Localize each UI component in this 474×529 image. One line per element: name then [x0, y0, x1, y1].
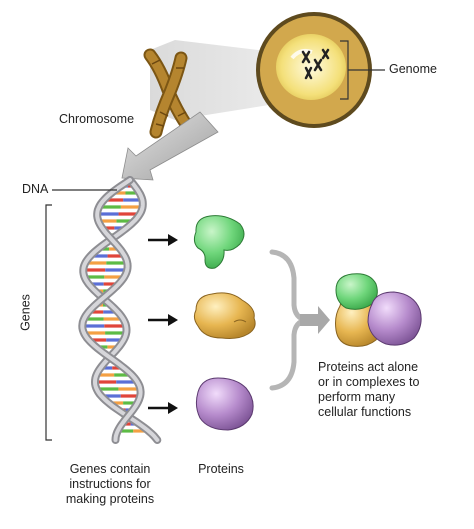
- protein-complex: [335, 273, 422, 347]
- genes-caption: Genes contain instructions for making pr…: [65, 462, 155, 506]
- genome-label: Genome: [389, 62, 437, 76]
- dna-backbone-strand-highlight: [81, 178, 160, 442]
- zoom-arrow: [121, 111, 219, 181]
- dna-label: DNA: [22, 182, 49, 196]
- complex-purple: [367, 291, 422, 346]
- genome-bracket: [340, 40, 385, 100]
- dna-backbone-strand-highlight: [80, 178, 143, 442]
- dna-helix: [78, 176, 162, 444]
- gene-to-protein-arrows: [148, 234, 178, 414]
- protein-purple: [195, 377, 254, 431]
- proteins-caption: Proteins: [198, 462, 244, 476]
- protein-orange: [193, 292, 256, 339]
- merge-arrow: [300, 306, 330, 334]
- chromosome-label: Chromosome: [59, 112, 135, 126]
- complex-caption: Proteins act alone or in complexes to pe…: [318, 360, 420, 419]
- protein-green: [193, 215, 245, 269]
- complex-green: [335, 273, 378, 310]
- nucleus-chromosomes-icon: [301, 48, 330, 80]
- genes-bracket: [45, 204, 52, 441]
- genes-label: Genes: [18, 294, 33, 331]
